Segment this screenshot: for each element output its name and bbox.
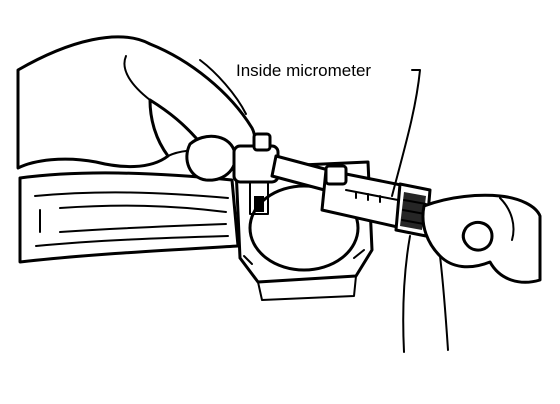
connecting-rod [18, 171, 240, 264]
right-hand [402, 193, 542, 353]
micrometer-anvil-head [232, 132, 280, 215]
micrometer-thimble [394, 182, 432, 238]
callout-label: Inside micrometer [236, 61, 371, 80]
leader-line [391, 69, 421, 197]
left-hand [16, 35, 257, 182]
callout: Inside micrometer [236, 61, 421, 197]
